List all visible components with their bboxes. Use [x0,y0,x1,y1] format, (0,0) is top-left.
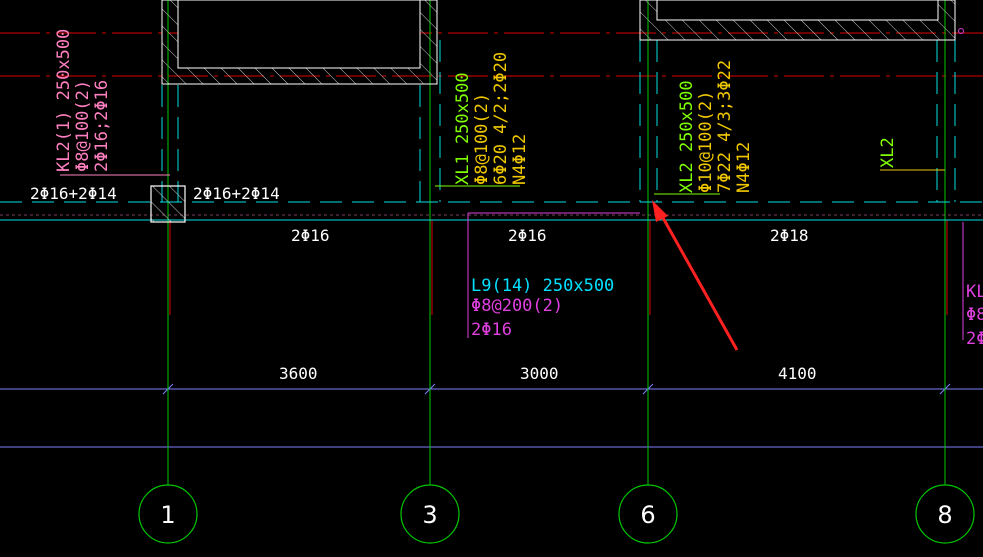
support-rebar-right[interactable]: 2Φ16+2Φ14 [193,184,280,203]
xl1-waist: N4Φ12 [510,134,530,185]
leader-lines [60,169,964,340]
bottom-rebar-span-1[interactable]: 2Φ16 [291,226,330,245]
xl2-short-label: XL2 [878,137,898,168]
axis-label-6: 6 [640,501,655,529]
dimension-1-3[interactable]: 3600 [279,364,318,383]
column-red-marks [169,220,948,315]
axis-bubble-3[interactable]: 3 [400,484,460,544]
axis-label-8: 8 [937,501,952,529]
xl2-short-annotation[interactable]: XL2 [878,137,898,168]
xl1-rebar: 6Φ20 4/2;2Φ20 [491,52,511,185]
magenta-marker [958,28,964,34]
beam-vertical-edges [161,40,956,202]
kl2-annotation[interactable]: KL2(1) 250x500 Φ8@100(2) 2Φ16;2Φ16 [54,29,112,172]
l9-rebar: 2Φ16 [471,320,512,340]
xl2-waist: N4Φ12 [734,142,754,193]
column-axis-1[interactable] [150,185,186,223]
xl1-stirrup: Φ8@100(2) [472,93,492,185]
dimension-3-6[interactable]: 3000 [520,364,559,383]
kl2-rebar: 2Φ16;2Φ16 [92,80,112,172]
kl-right-title: KL [966,282,983,302]
l9-title: L9(14) 250x500 [471,276,614,296]
support-rebar-left[interactable]: 2Φ16+2Φ14 [30,184,117,203]
xl2-rebar: 7Φ22 4/3;3Φ22 [715,60,735,193]
l9-stirrup: Φ8@200(2) [471,296,563,316]
dimension-6-8[interactable]: 4100 [778,364,817,383]
kl-right-rebar: 2Φ [966,329,983,349]
xl2-annotation[interactable]: XL2 250x500 Φ10@100(2) 7Φ22 4/3;3Φ22 N4Φ… [677,60,754,193]
kl2-stirrup: Φ8@100(2) [73,80,93,172]
kl-right-stirrup: Φ8 [966,305,983,325]
red-pointer-arrow [652,200,739,351]
kl2-title: KL2(1) 250x500 [54,29,74,172]
axis-bubble-6[interactable]: 6 [618,484,678,544]
axis-label-1: 1 [160,501,175,529]
axis-bubble-8[interactable]: 8 [915,484,975,544]
xl1-annotation[interactable]: XL1 250x500 Φ8@100(2) 6Φ20 4/2;2Φ20 N4Φ1… [453,52,530,185]
bottom-rebar-span-3[interactable]: 2Φ18 [770,226,809,245]
axis-label-3: 3 [422,501,437,529]
hatched-slab-opening-right [639,0,956,41]
xl2-stirrup: Φ10@100(2) [696,91,716,193]
xl2-title: XL2 250x500 [677,80,697,193]
axis-bubble-1[interactable]: 1 [138,484,198,544]
kl-right-annotation[interactable]: KL Φ8 2Φ [966,282,983,349]
l9-annotation[interactable]: L9(14) 250x500 Φ8@200(2) 2Φ16 [471,276,614,340]
hatched-slab-opening-left [161,0,438,85]
xl1-title: XL1 250x500 [453,72,473,185]
bottom-rebar-span-2[interactable]: 2Φ16 [508,226,547,245]
